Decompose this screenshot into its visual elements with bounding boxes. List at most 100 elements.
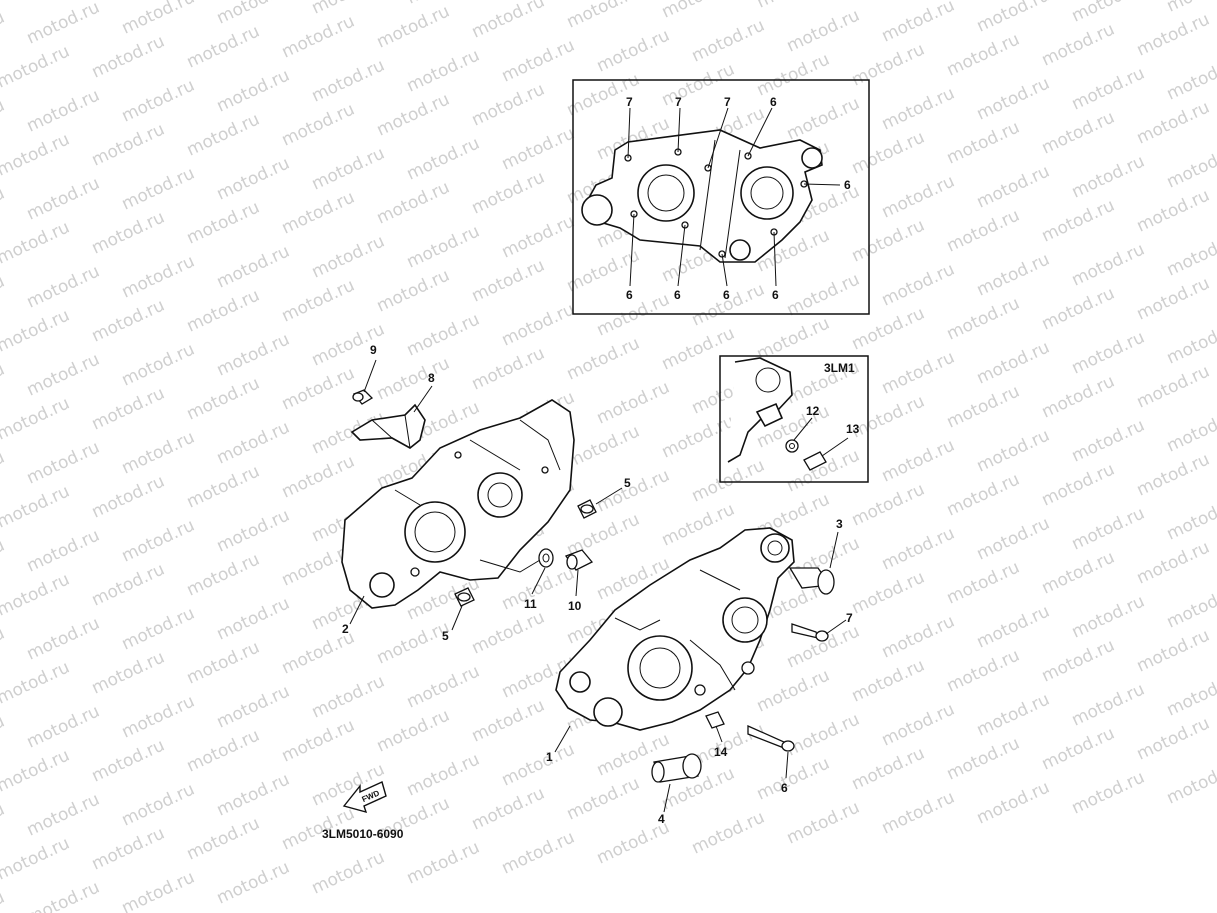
watermark-text: motod.ru [184,109,263,160]
watermark-text: motod.ru [0,271,8,322]
watermark-text: motod.ru [374,353,453,404]
watermark-text: motod.ru [214,417,293,468]
watermark-text: motod.ru [184,549,263,600]
watermark-text: motod.ru [1164,405,1217,456]
watermark-text: motod.ru [1069,415,1148,466]
watermark-text: motod.ru [879,611,958,662]
watermark-text: motod.ru [564,773,643,824]
watermark-text: motod.ru [944,205,1023,256]
watermark-text: motod.ru [689,807,768,858]
watermark-text: motod.ru [214,681,293,732]
watermark-text: motod.ru [0,359,8,410]
watermark-text: motod.ru [404,661,483,712]
watermark-text: motod.ru [0,799,8,850]
watermark-text: motod.ru [469,695,548,746]
callout-inset-6c: 6 [626,288,633,302]
watermark-text: motod.ru [849,391,928,442]
watermark-text: motod.ru [944,29,1023,80]
watermark-text: motod.ru [944,557,1023,608]
watermark-text: motod.ru [1164,669,1217,720]
callout-8: 8 [428,371,435,385]
watermark-text: motod.ru [279,11,358,62]
watermark-text: motod.ru [594,465,673,516]
crankcase-left-part [341,399,575,609]
watermark-text: motod.ru [849,39,928,90]
watermark-text: motod.ru [119,779,198,830]
variant-3lm1-inset-frame [719,355,869,483]
watermark-text: motod.ru [754,665,833,716]
watermark-text: motod.ru [1134,361,1213,412]
watermark-text: motod.ru [89,647,168,698]
watermark-text: motod.ru [849,127,928,178]
watermark-text: motod.ru [89,735,168,786]
watermark-text: motod.ru [879,171,958,222]
callout-5b: 5 [442,629,449,643]
watermark-text: motod.ru [1039,283,1118,334]
inset-crankcase-outline [581,129,823,263]
watermark-text: motod.ru [119,75,198,126]
watermark-text: motod.ru [184,813,263,864]
watermark-text: motod.ru [24,173,103,224]
watermark-text: motod.ru [214,153,293,204]
watermark-text: motod.ru [754,49,833,100]
watermark-text: motod.ru [974,337,1053,388]
callout-1: 1 [546,750,553,764]
watermark-text: motod.ru [659,411,738,462]
watermark-text: motod.ru [374,265,453,316]
watermark-text: motod.ru [784,797,863,848]
watermark-text: motod.ru [214,769,293,820]
watermark-text: motod.ru [564,0,643,33]
watermark-text: motod.ru [184,197,263,248]
watermark-text: motod.ru [944,381,1023,432]
watermark-text: motod.ru [849,215,928,266]
watermark-text: motod.ru [879,347,958,398]
watermark-text: motod.ru [879,83,958,134]
watermark-text: motod.ru [974,601,1053,652]
callout-inset-7a: 7 [626,95,633,109]
watermark-text: motod.ru [374,89,453,140]
watermark-text: motod.ru [689,455,768,506]
watermark-text: motod.ru [879,523,958,574]
callout-10: 10 [568,599,582,613]
watermark-text: motod.ru [214,857,293,908]
dowel-pin-5b [454,587,475,607]
bolt-6-part [747,724,795,752]
watermark-text: motod.ru [119,515,198,566]
watermark-text: motod.ru [974,777,1053,828]
watermark-text: motod.ru [469,0,548,43]
watermark-text: motod.ru [1039,107,1118,158]
drawing-code: 3LM5010-6090 [322,827,404,841]
watermark-text: motod.ru [1134,449,1213,500]
watermark-text: motod.ru [374,705,453,756]
callout-12: 12 [806,404,820,418]
bolt-7-part [791,623,829,642]
watermark-text: motod.ru [499,299,578,350]
callout-3: 3 [836,517,843,531]
watermark-text: motod.ru [214,241,293,292]
watermark-text: motod.ru [404,837,483,888]
watermark-text: motod.ru [879,435,958,486]
watermark-text: motod.ru [89,559,168,610]
watermark-text: motod.ru [879,699,958,750]
watermark-text: motod.ru [309,847,388,898]
watermark-text: motod.ru [184,461,263,512]
watermark-text: motod.ru [1069,239,1148,290]
watermark-text: motod.ru [1134,537,1213,588]
drain-plug-10-part [564,549,594,571]
forward-arrow-icon: FWD [342,781,387,814]
watermark-text: motod.ru [279,715,358,766]
watermark-text: motod.ru [659,323,738,374]
watermark-text: motod.ru [1039,371,1118,422]
watermark-text: motod.ru [754,0,833,13]
watermark-text: motod.ru [499,211,578,262]
watermark-text: motod.ru [974,425,1053,476]
watermark-text: motod.ru [499,739,578,790]
watermark-text: motod.ru [879,259,958,310]
watermark-text: motod.ru [564,421,643,472]
watermark-text: motod.ru [279,99,358,150]
watermark-text: motod.ru [849,0,928,3]
watermark-text: motod.ru [214,593,293,644]
watermark-text: motod.ru [1069,503,1148,554]
watermark-text: motod.ru [1134,9,1213,60]
